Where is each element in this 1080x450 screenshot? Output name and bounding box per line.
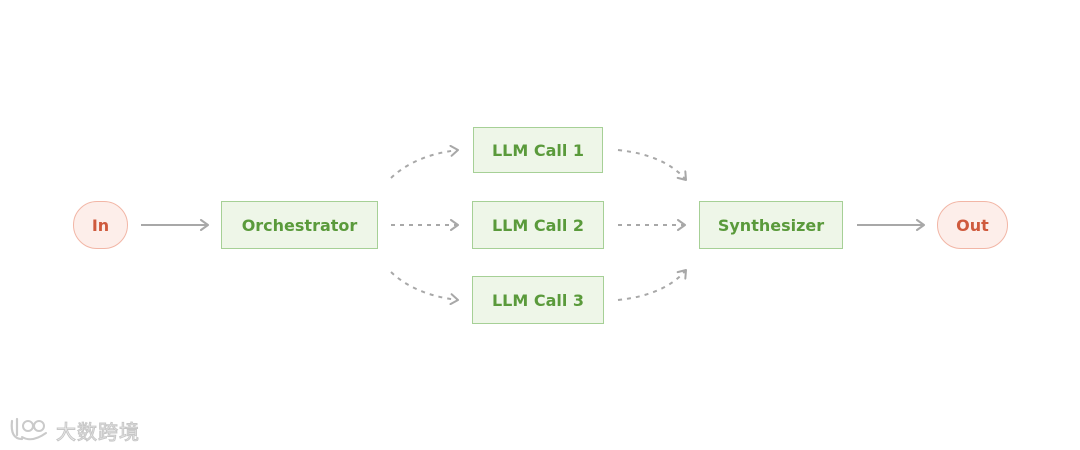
node-llm-call-1-label: LLM Call 1 bbox=[491, 140, 585, 160]
node-llm-call-3: LLM Call 3 bbox=[472, 276, 604, 324]
watermark: 大数跨境 bbox=[8, 412, 140, 448]
watermark-text: 大数跨境 bbox=[56, 419, 140, 444]
node-llm-call-3-label: LLM Call 3 bbox=[491, 290, 585, 310]
edge-llm1-synthesizer bbox=[617, 149, 687, 181]
node-llm-call-2-label: LLM Call 2 bbox=[491, 215, 585, 235]
node-orchestrator-label: Orchestrator bbox=[241, 215, 358, 235]
node-synthesizer-label: Synthesizer bbox=[717, 215, 825, 235]
edge-llm3-synthesizer bbox=[617, 269, 687, 301]
edge-orchestrator-llm3 bbox=[390, 271, 459, 306]
node-synthesizer: Synthesizer bbox=[699, 201, 843, 249]
node-in-label: In bbox=[91, 215, 110, 235]
node-in: In bbox=[73, 201, 128, 249]
logo-icon bbox=[10, 417, 47, 441]
node-out: Out bbox=[937, 201, 1008, 249]
node-llm-call-2: LLM Call 2 bbox=[472, 201, 604, 249]
node-orchestrator: Orchestrator bbox=[221, 201, 378, 249]
node-llm-call-1: LLM Call 1 bbox=[473, 127, 603, 173]
edge-orchestrator-llm1 bbox=[390, 144, 459, 179]
node-out-label: Out bbox=[956, 215, 989, 235]
